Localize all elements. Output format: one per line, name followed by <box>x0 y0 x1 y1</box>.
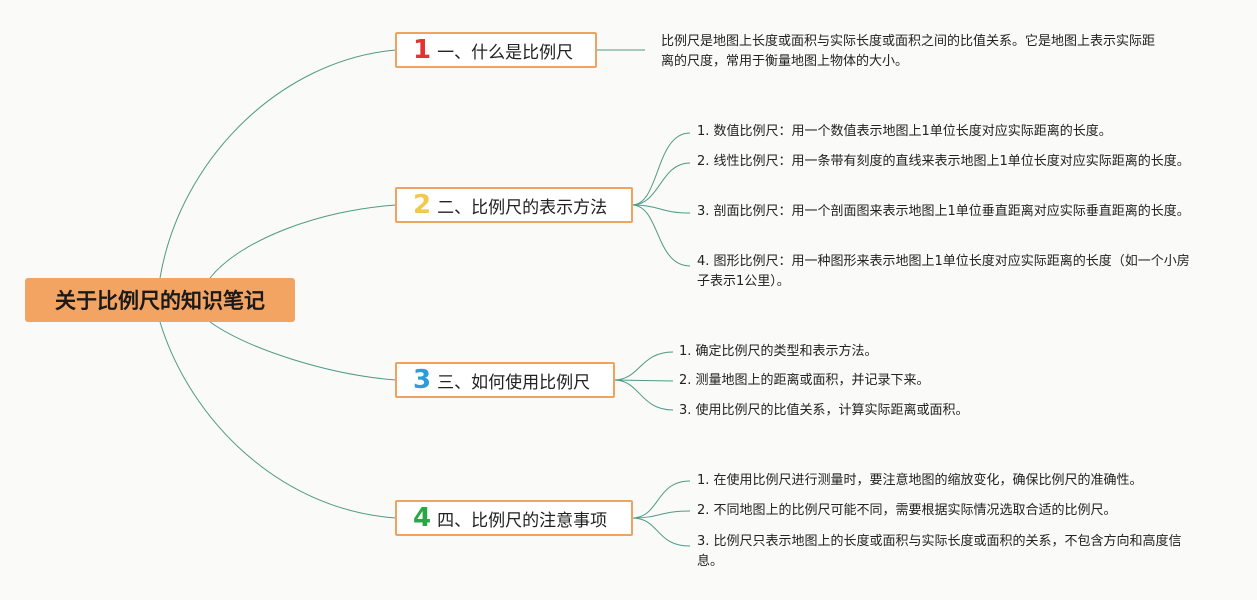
detail-topic3-item1[interactable]: 1. 确定比例尺的类型和表示方法。 <box>679 342 1179 362</box>
detail-text: 3. 剖面比例尺：用一个剖面图来表示地图上1单位垂直距离对应实际垂直距离的长度。 <box>697 204 1190 219</box>
link-topic2-d4 <box>631 204 691 267</box>
detail-text: 3. 使用比例尺的比值关系，计算实际距离或面积。 <box>679 403 969 418</box>
topic-title: 一、什么是比例尺 <box>437 42 574 63</box>
root-node[interactable]: 关于比例尺的知识笔记 <box>25 278 295 322</box>
root-title: 关于比例尺的知识笔记 <box>55 289 265 313</box>
detail-topic2-item3[interactable]: 3. 剖面比例尺：用一个剖面图来表示地图上1单位垂直距离对应实际垂直距离的长度。 <box>697 202 1197 222</box>
topic-node-3[interactable]: 3 三、如何使用比例尺 <box>395 362 615 398</box>
detail-topic3-item2[interactable]: 2. 测量地图上的距离或面积，并记录下来。 <box>679 371 1179 391</box>
detail-topic3-item3[interactable]: 3. 使用比例尺的比值关系，计算实际距离或面积。 <box>679 401 1179 421</box>
topic-title: 三、如何使用比例尺 <box>437 372 591 393</box>
detail-topic2-item1[interactable]: 1. 数值比例尺：用一个数值表示地图上1单位长度对应实际距离的长度。 <box>697 122 1197 142</box>
link-topic3-d3 <box>613 379 674 411</box>
detail-text: 3. 比例尺只表示地图上的长度或面积与实际长度或面积的关系，不包含方向和高度信息… <box>697 534 1182 569</box>
detail-topic4-item2[interactable]: 2. 不同地图上的比例尺可能不同，需要根据实际情况选取合适的比例尺。 <box>697 501 1197 521</box>
detail-text: 1. 在使用比例尺进行测量时，要注意地图的缩放变化，确保比例尺的准确性。 <box>697 473 1143 488</box>
link-topic2-d1 <box>631 132 691 206</box>
link-root-topic3 <box>209 321 397 381</box>
detail-text: 4. 图形比例尺：用一种图形来表示地图上1单位长度对应实际距离的长度（如一个小房… <box>697 254 1190 289</box>
link-topic2-d3 <box>631 204 691 214</box>
detail-topic4-item1[interactable]: 1. 在使用比例尺进行测量时，要注意地图的缩放变化，确保比例尺的准确性。 <box>697 471 1197 491</box>
detail-text: 比例尺是地图上长度或面积与实际长度或面积之间的比值关系。它是地图上表示实际距离的… <box>661 34 1156 69</box>
link-topic4-d1 <box>631 480 691 519</box>
link-topic2-d2 <box>631 162 691 206</box>
detail-topic2-item4[interactable]: 4. 图形比例尺：用一种图形来表示地图上1单位长度对应实际距离的长度（如一个小房… <box>697 252 1197 292</box>
number-4-icon: 4 <box>413 503 432 533</box>
detail-text: 1. 确定比例尺的类型和表示方法。 <box>679 344 878 359</box>
detail-topic1[interactable]: 比例尺是地图上长度或面积与实际长度或面积之间的比值关系。它是地图上表示实际距离的… <box>661 32 1161 72</box>
link-root-topic1 <box>159 49 397 279</box>
detail-text: 2. 线性比例尺：用一条带有刻度的直线来表示地图上1单位长度对应实际距离的长度。 <box>697 154 1190 169</box>
topic-node-1[interactable]: 1 一、什么是比例尺 <box>395 32 597 68</box>
number-3-icon: 3 <box>413 365 432 395</box>
detail-text: 1. 数值比例尺：用一个数值表示地图上1单位长度对应实际距离的长度。 <box>697 124 1112 139</box>
detail-topic2-item2[interactable]: 2. 线性比例尺：用一条带有刻度的直线来表示地图上1单位长度对应实际距离的长度。 <box>697 152 1197 172</box>
topic-title: 四、比例尺的注意事项 <box>437 510 608 531</box>
topic-title: 二、比例尺的表示方法 <box>437 197 608 218</box>
link-topic4-d3 <box>631 517 691 547</box>
link-root-topic4 <box>159 321 397 519</box>
link-topic4-d2 <box>631 510 691 519</box>
detail-topic4-item3[interactable]: 3. 比例尺只表示地图上的长度或面积与实际长度或面积的关系，不包含方向和高度信息… <box>697 532 1197 572</box>
number-2-icon: 2 <box>413 190 432 220</box>
detail-text: 2. 不同地图上的比例尺可能不同，需要根据实际情况选取合适的比例尺。 <box>697 503 1117 518</box>
link-topic3-d2 <box>613 379 674 382</box>
detail-text: 2. 测量地图上的距离或面积，并记录下来。 <box>679 373 930 388</box>
link-topic3-d1 <box>613 351 674 381</box>
topic-node-2[interactable]: 2 二、比例尺的表示方法 <box>395 187 633 223</box>
topic-node-4[interactable]: 4 四、比例尺的注意事项 <box>395 500 633 536</box>
number-1-icon: 1 <box>413 35 432 65</box>
link-root-topic2 <box>209 204 397 279</box>
